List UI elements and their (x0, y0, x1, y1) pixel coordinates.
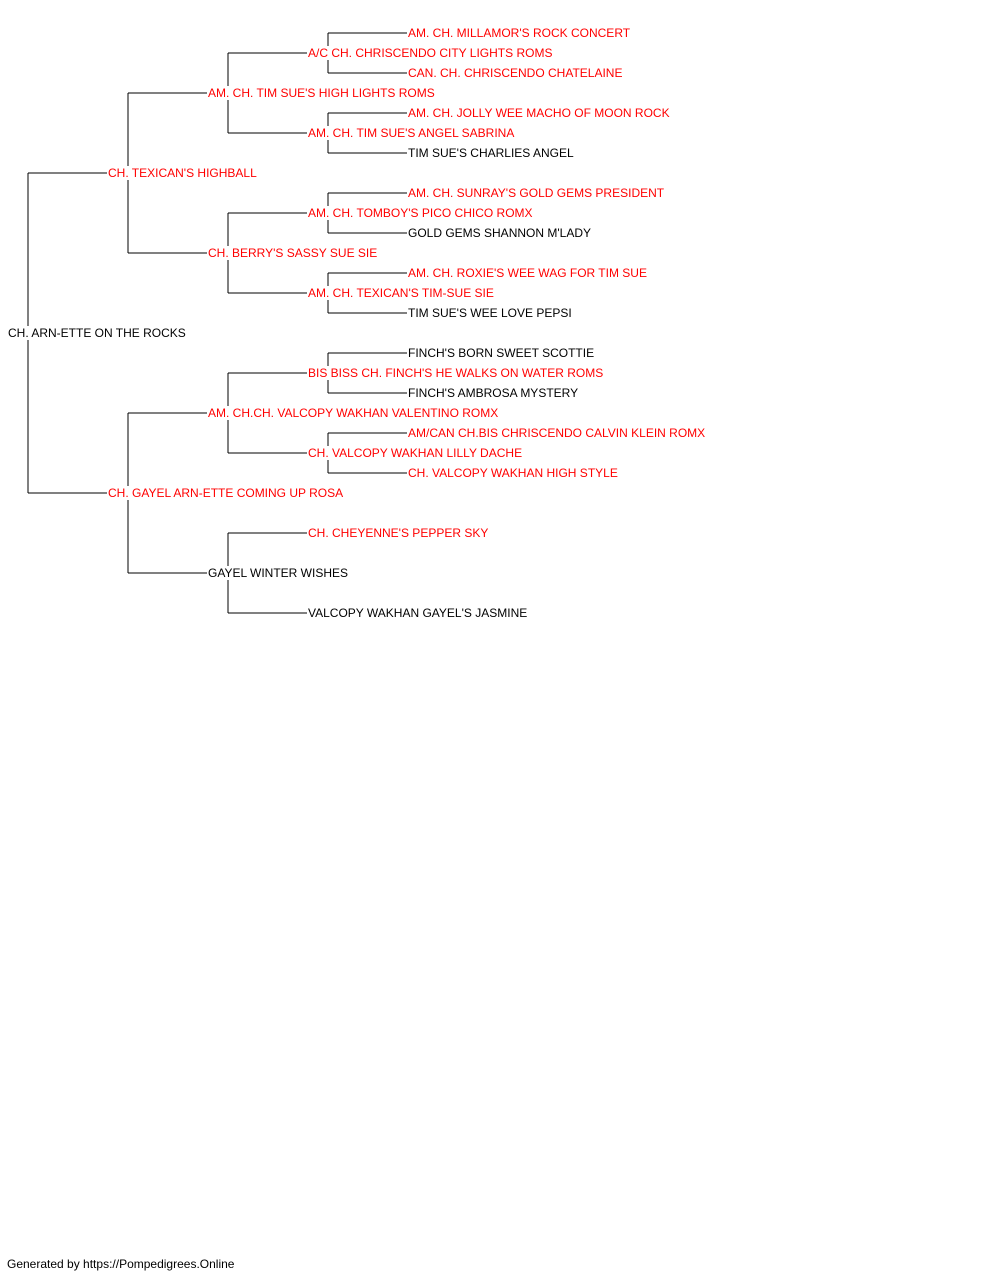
pedigree-entry: TIM SUE'S CHARLIES ANGEL (407, 146, 575, 160)
pedigree-entry: AM. CH. JOLLY WEE MACHO OF MOON ROCK (407, 106, 671, 120)
pedigree-entry: BIS BISS CH. FINCH'S HE WALKS ON WATER R… (307, 366, 605, 380)
pedigree-entry: CH. VALCOPY WAKHAN HIGH STYLE (407, 466, 619, 480)
pedigree-entry: GAYEL WINTER WISHES (207, 566, 350, 580)
pedigree-entry: AM. CH. TEXICAN'S TIM-SUE SIE (307, 286, 495, 300)
pedigree-entry: AM. CH. MILLAMOR'S ROCK CONCERT (407, 26, 632, 40)
pedigree-entry: CH. ARN-ETTE ON THE ROCKS (7, 326, 187, 340)
pedigree-entry: CAN. CH. CHRISCENDO CHATELAINE (407, 66, 624, 80)
pedigree-entry: TIM SUE'S WEE LOVE PEPSI (407, 306, 573, 320)
pedigree-entry: AM. CH. TIM SUE'S ANGEL SABRINA (307, 126, 516, 140)
pedigree-entry: AM. CH. ROXIE'S WEE WAG FOR TIM SUE (407, 266, 648, 280)
pedigree-entry: AM. CH.CH. VALCOPY WAKHAN VALENTINO ROMX (207, 406, 500, 420)
pedigree-entry: CH. BERRY'S SASSY SUE SIE (207, 246, 379, 260)
pedigree-entry: CH. VALCOPY WAKHAN LILLY DACHE (307, 446, 524, 460)
pedigree-entry: FINCH'S AMBROSA MYSTERY (407, 386, 580, 400)
pedigree-entry: GOLD GEMS SHANNON M'LADY (407, 226, 592, 240)
pedigree-entry: FINCH'S BORN SWEET SCOTTIE (407, 346, 596, 360)
pedigree-entry: AM/CAN CH.BIS CHRISCENDO CALVIN KLEIN RO… (407, 426, 707, 440)
pedigree-entry: AM. CH. SUNRAY'S GOLD GEMS PRESIDENT (407, 186, 666, 200)
pedigree-entry: CH. GAYEL ARN-ETTE COMING UP ROSA (107, 486, 345, 500)
pedigree-entry: A/C CH. CHRISCENDO CITY LIGHTS ROMS (307, 46, 554, 60)
pedigree-entry: CH. CHEYENNE'S PEPPER SKY (307, 526, 490, 540)
pedigree-entry: CH. TEXICAN'S HIGHBALL (107, 166, 258, 180)
pedigree-entry: AM. CH. TOMBOY'S PICO CHICO ROMX (307, 206, 534, 220)
pedigree-entry: AM. CH. TIM SUE'S HIGH LIGHTS ROMS (207, 86, 436, 100)
pedigree-entry: VALCOPY WAKHAN GAYEL'S JASMINE (307, 606, 529, 620)
footer-credit: Generated by https://Pompedigrees.Online (7, 1257, 235, 1271)
